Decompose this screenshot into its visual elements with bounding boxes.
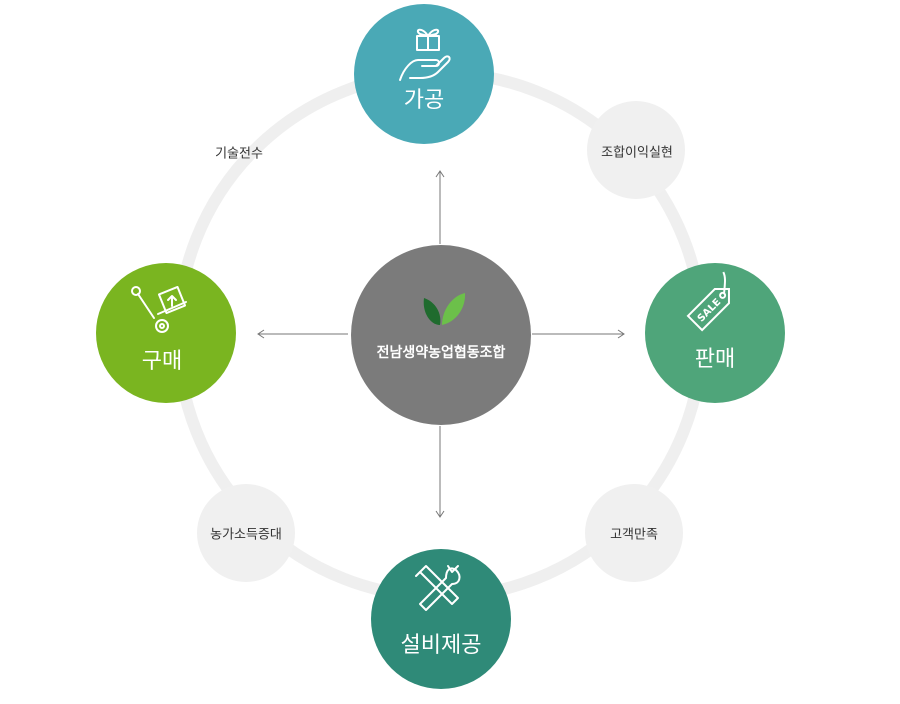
arrow-up-head bbox=[435, 170, 445, 178]
connector-label-top-right: 조합이익실현 bbox=[601, 145, 673, 161]
node-bottom-circle bbox=[371, 549, 511, 689]
node-bottom-label: 설비제공 bbox=[400, 633, 482, 658]
connector-label-bottom-right: 고객만족 bbox=[610, 527, 658, 543]
connector-label-top-left: 기술전수 bbox=[215, 146, 263, 162]
center-label: 전남생약농업협동조합 bbox=[376, 345, 506, 361]
node-left-circle bbox=[96, 263, 236, 403]
node-right-label: 판매 bbox=[694, 347, 736, 372]
node-right-circle bbox=[645, 263, 785, 403]
arrow-down-head bbox=[435, 510, 445, 518]
node-top-circle bbox=[354, 4, 494, 144]
connector-label-bottom-left: 농가소득증대 bbox=[210, 527, 282, 543]
connector-circle-top-right bbox=[587, 101, 685, 199]
center-circle bbox=[351, 245, 531, 425]
arrow-right-head bbox=[617, 329, 625, 339]
gift-hand-icon bbox=[399, 28, 451, 81]
connector-circle-bottom-right bbox=[585, 484, 683, 582]
arrows bbox=[257, 170, 625, 518]
arrow-left-head bbox=[257, 329, 265, 339]
tools-icon bbox=[415, 565, 461, 611]
node-left-label: 구매 bbox=[141, 349, 183, 374]
node-top-label: 가공 bbox=[403, 88, 445, 113]
hand-truck-icon bbox=[131, 285, 187, 333]
leaf-icon bbox=[423, 293, 466, 325]
connector-circle-bottom-left bbox=[197, 484, 295, 582]
